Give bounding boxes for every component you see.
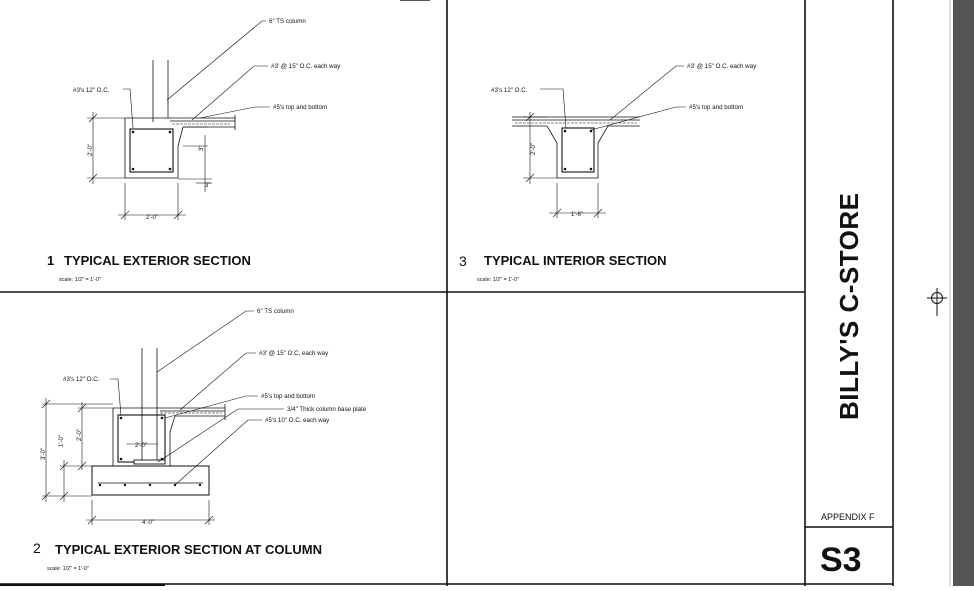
d2-callout-bars: #5's top and bottom — [261, 393, 315, 400]
d2-callout-stirrups: #3's 12" O.C. — [63, 376, 100, 383]
sheet-number: S3 — [820, 541, 862, 579]
d1-callout-column: 6" TS column — [269, 18, 306, 25]
d2-dim-width: 2'-0" — [135, 443, 147, 449]
d3-dim-width: 1'-6" — [571, 212, 583, 218]
title-block: BILLY'S C-STORE APPENDIX F S3 — [820, 193, 875, 580]
appendix-label: APPENDIX F — [821, 512, 875, 522]
d1-dim-height: 2'-0" — [88, 144, 94, 156]
project-title: BILLY'S C-STORE — [834, 193, 864, 421]
d3-title: TYPICAL INTERIOR SECTION — [484, 253, 667, 268]
d2-callout-footing-bars: #5's 10" O.C. each way — [265, 417, 330, 424]
detail-3-typical-interior-section: #3' @ 15" O.C. each way #3's 12" O.C. #5… — [459, 63, 757, 283]
d1-callout-stirrups: #3's 12" O.C. — [73, 87, 110, 94]
d2-callout-base-plate: 3/4" Thick column base plate — [287, 406, 367, 413]
d3-callout-stirrups: #3's 12" O.C. — [491, 87, 528, 94]
detail-1-typical-exterior-section: 6" TS column #3' @ 15" O.C. each way #3'… — [47, 18, 341, 283]
d2-dim-footing-width: 4'-0" — [142, 520, 154, 526]
d1-callout-bars: #5's top and bottom — [273, 104, 327, 111]
detail-2-typical-exterior-section-at-column: 6" TS column #3' @ 15" O.C. each way #3'… — [33, 308, 367, 572]
d3-scale: scale: 1/2" = 1'-0" — [477, 277, 519, 283]
d3-callout-mesh: #3' @ 15" O.C. each way — [687, 63, 757, 70]
d2-dim-footing: 1'-0" — [59, 435, 65, 447]
d1-dim-slab: 3" — [199, 146, 205, 151]
d1-callout-mesh: #3' @ 15" O.C. each way — [271, 63, 341, 70]
crosshair-target-icon — [927, 288, 947, 316]
d2-dim-total: 3'-0" — [41, 448, 47, 460]
d3-callout-bars: #5's top and bottom — [689, 104, 743, 111]
d1-number: 1 — [47, 253, 54, 268]
d1-dim-width: 2'-0" — [146, 215, 158, 221]
d1-title: TYPICAL EXTERIOR SECTION — [64, 253, 251, 268]
d2-scale: scale: 1/2" = 1'-0" — [47, 566, 89, 572]
d2-dim-beam: 2'-0" — [77, 429, 83, 441]
d2-callout-column: 6" TS column — [257, 308, 294, 315]
d2-callout-mesh: #3' @ 15" O.C. each way — [259, 350, 329, 357]
d2-number: 2 — [33, 540, 41, 556]
d1-dim-step: 3" — [205, 183, 210, 189]
d2-title: TYPICAL EXTERIOR SECTION AT COLUMN — [55, 542, 322, 557]
d3-dim-height: 2'-0" — [531, 143, 537, 155]
d3-number: 3 — [459, 253, 467, 269]
d1-scale: scale: 1/2" = 1'-0" — [59, 277, 101, 283]
